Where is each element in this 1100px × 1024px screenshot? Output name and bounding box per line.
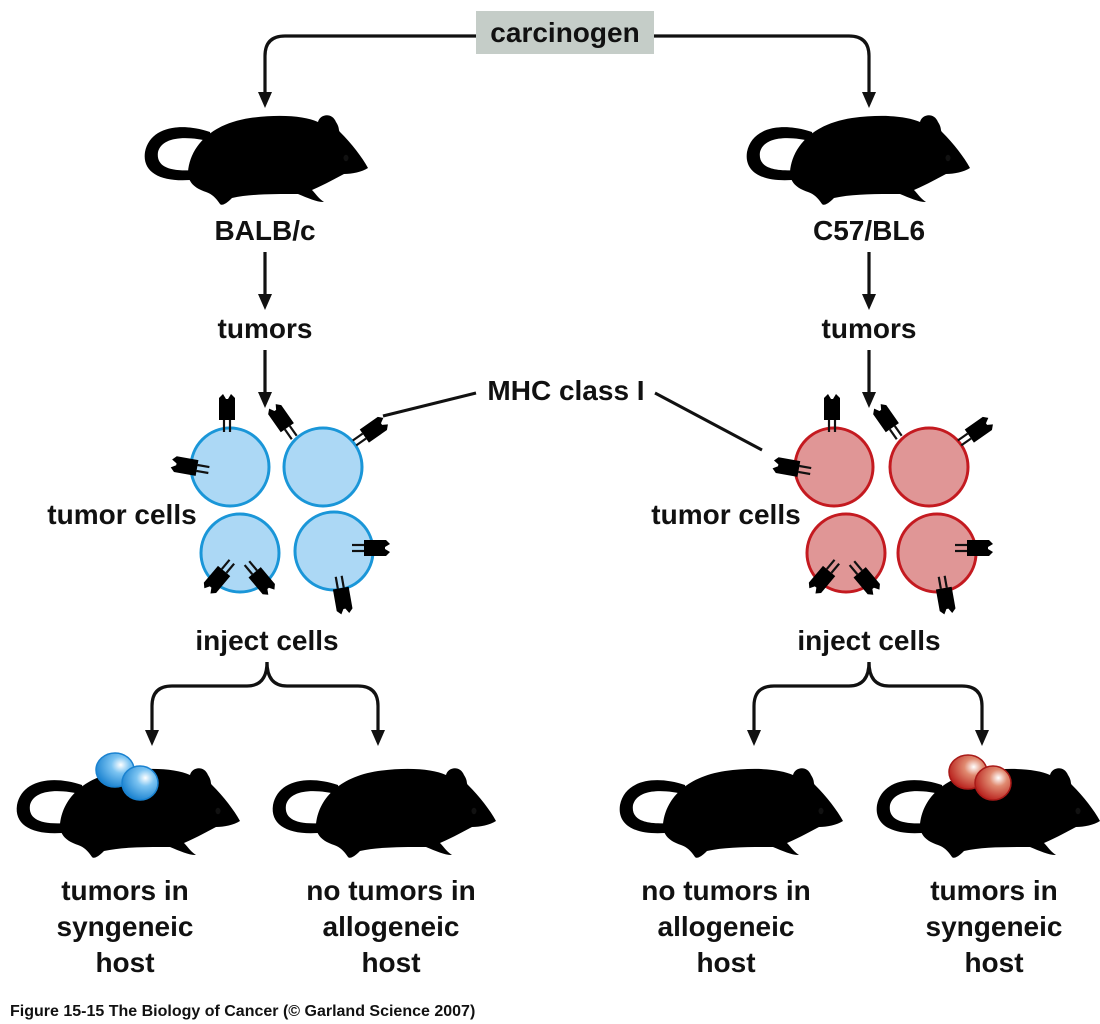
arrowhead bbox=[862, 294, 876, 310]
mhc-molecule bbox=[953, 413, 997, 451]
outcome-line: no tumors in bbox=[641, 875, 811, 906]
balbc-host-mouse-no-tumors bbox=[619, 768, 843, 863]
outcome-line: tumors in bbox=[930, 875, 1058, 906]
carcinogen-branch: carcinogen bbox=[258, 11, 876, 108]
outcome-right-allogeneic: no tumors in allogeneic host bbox=[641, 875, 811, 978]
tumor-cell bbox=[282, 426, 364, 508]
mhc-molecule bbox=[264, 400, 302, 444]
outcome-line: allogeneic bbox=[658, 911, 795, 942]
c57bl6-mouse bbox=[746, 115, 970, 210]
outcome-line: host bbox=[696, 947, 755, 978]
branch-arrow-left bbox=[263, 34, 476, 94]
c57-host-mouse-no-tumors bbox=[272, 768, 496, 863]
arrowhead bbox=[258, 294, 272, 310]
outcome-line: syngeneic bbox=[57, 911, 194, 942]
branch-arrow-right bbox=[654, 34, 871, 94]
split-arrow-right-syngeneic bbox=[867, 661, 984, 732]
mhc-class-i-label: MHC class I bbox=[487, 375, 644, 406]
arrowhead bbox=[258, 92, 272, 108]
balbc-host-mouse-with-tumors bbox=[16, 752, 240, 863]
outcome-left-syngeneic: tumors in syngeneic host bbox=[57, 875, 194, 978]
tumor-cells-left bbox=[168, 392, 392, 617]
outcome-line: syngeneic bbox=[926, 911, 1063, 942]
outcome-right-syngeneic: tumors in syngeneic host bbox=[926, 875, 1063, 978]
split-arrow-left-syngeneic bbox=[150, 661, 269, 732]
outcome-line: no tumors in bbox=[306, 875, 476, 906]
tumor-nodule bbox=[121, 765, 159, 801]
outcome-line: host bbox=[964, 947, 1023, 978]
tumor-cell bbox=[888, 426, 970, 508]
mhc-molecule bbox=[822, 392, 842, 434]
mhc-molecule bbox=[217, 392, 237, 434]
arrowhead bbox=[975, 730, 989, 746]
outcome-line: host bbox=[361, 947, 420, 978]
tumor-cells-label-right: tumor cells bbox=[651, 499, 800, 530]
tumor-cells-right bbox=[770, 392, 997, 617]
outcome-line: allogeneic bbox=[323, 911, 460, 942]
strain-label-c57bl6: C57/BL6 bbox=[813, 215, 925, 246]
arrowhead bbox=[862, 92, 876, 108]
tumors-label-left: tumors bbox=[218, 313, 313, 344]
outcome-line: host bbox=[95, 947, 154, 978]
inject-cells-label-left: inject cells bbox=[195, 625, 338, 656]
c57-host-mouse-with-tumors bbox=[876, 754, 1100, 863]
mhc-molecule bbox=[348, 413, 392, 451]
carcinogen-box bbox=[476, 11, 654, 54]
mhc-pointer-right bbox=[654, 391, 763, 452]
mhc-molecule bbox=[869, 400, 907, 444]
mhc-pointer-left bbox=[382, 391, 477, 418]
tumor-cells-label-left: tumor cells bbox=[47, 499, 196, 530]
split-arrow-right-allogeneic bbox=[752, 661, 871, 732]
carcinogen-label: carcinogen bbox=[490, 17, 639, 48]
outcome-left-allogeneic: no tumors in allogeneic host bbox=[306, 875, 476, 978]
outcome-line: tumors in bbox=[61, 875, 189, 906]
arrowhead bbox=[258, 392, 272, 408]
tumor-nodule bbox=[974, 765, 1012, 801]
balbc-mouse bbox=[144, 115, 368, 210]
tumors-label-right: tumors bbox=[822, 313, 917, 344]
arrowhead bbox=[747, 730, 761, 746]
figure-caption: Figure 15-15 The Biology of Cancer (© Ga… bbox=[10, 1003, 475, 1020]
inject-cells-label-right: inject cells bbox=[797, 625, 940, 656]
arrowhead bbox=[862, 392, 876, 408]
tumor-cell bbox=[896, 512, 978, 594]
arrowhead bbox=[371, 730, 385, 746]
strain-label-balbc: BALB/c bbox=[214, 215, 315, 246]
arrowhead bbox=[145, 730, 159, 746]
split-arrow-left-allogeneic bbox=[265, 661, 380, 732]
